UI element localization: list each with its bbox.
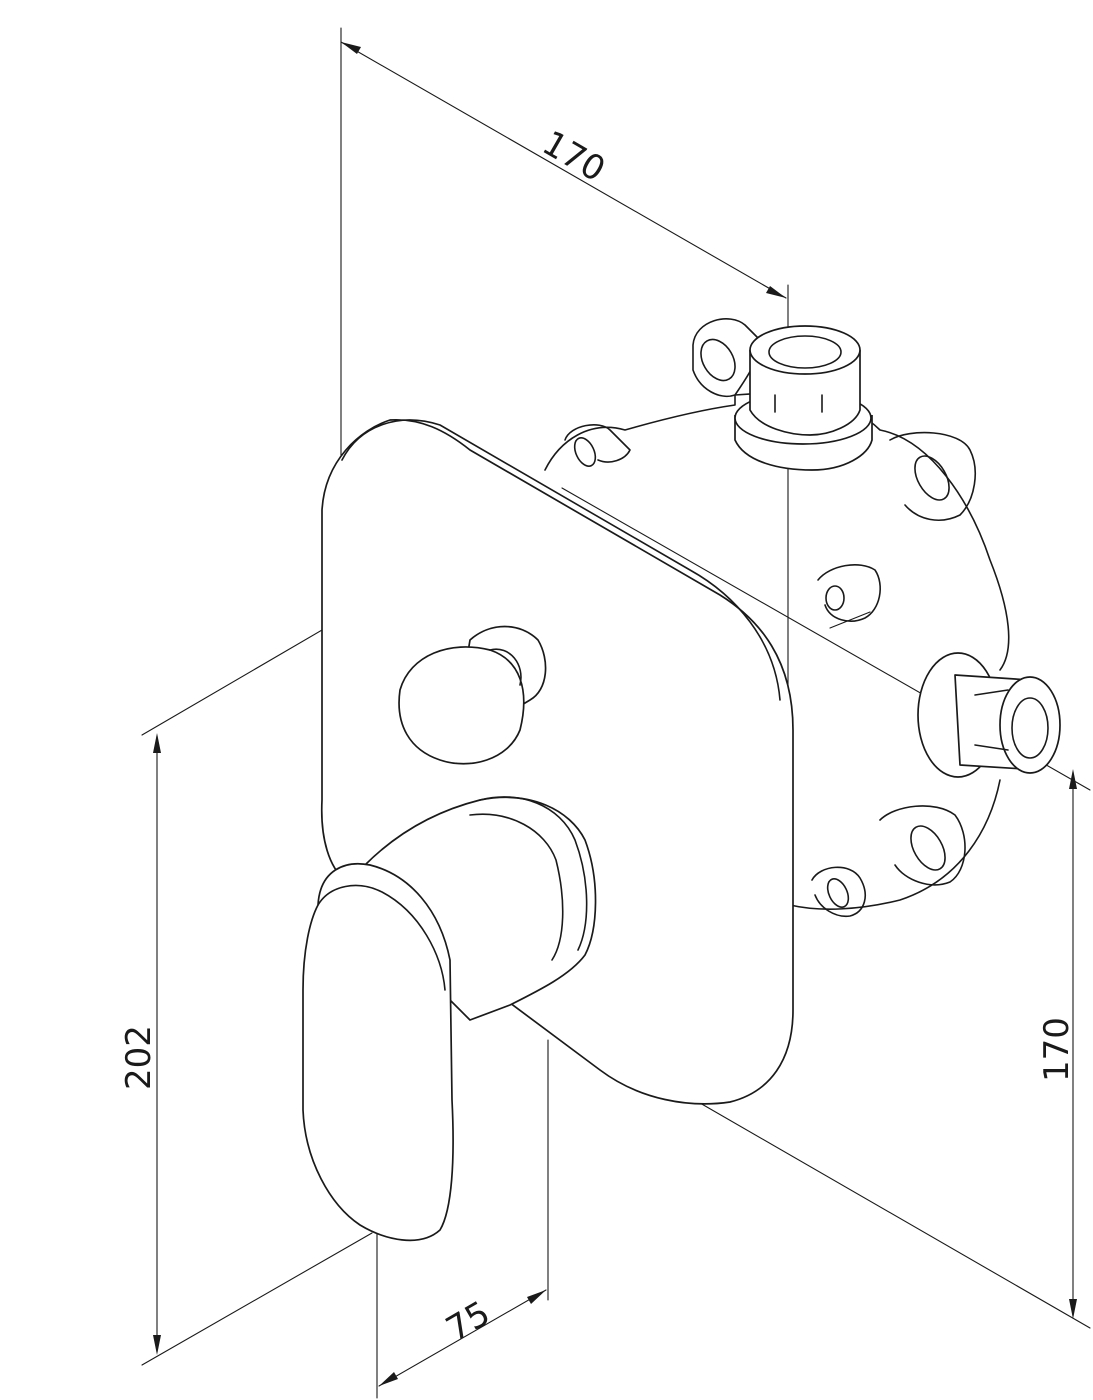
arrowhead-depth-left bbox=[379, 1372, 398, 1386]
lug-hole-right-top bbox=[914, 455, 950, 501]
dimension-body-height: 170 bbox=[561, 487, 1091, 1329]
mounting-lug-right-bottom bbox=[879, 805, 966, 886]
right-connector-bore bbox=[1011, 697, 1049, 759]
arrowhead-depth-right bbox=[527, 1290, 546, 1304]
arrowhead-left bbox=[341, 42, 361, 54]
dimension-label-total-height: 202 bbox=[119, 1025, 159, 1090]
lug-hole-top bbox=[700, 338, 736, 382]
lug-hole-left-top bbox=[573, 437, 597, 467]
lug-hole-bottom bbox=[826, 878, 850, 908]
arrowhead-down bbox=[153, 1335, 161, 1355]
right-outlet-connector bbox=[917, 652, 1061, 778]
center-stud-hole bbox=[825, 585, 845, 611]
dimension-label-body-height: 170 bbox=[1037, 1017, 1077, 1082]
right-connector-flat-1 bbox=[974, 689, 1009, 696]
arrowhead-up bbox=[153, 733, 161, 753]
lever-handle-grip bbox=[302, 863, 454, 1242]
mounting-lug-right-top bbox=[889, 431, 976, 521]
extension-line-bottom-right bbox=[699, 1102, 1091, 1329]
arrowhead-up-right bbox=[1069, 769, 1077, 789]
diverter-knob-edge bbox=[489, 648, 522, 686]
diverter-knob-cap bbox=[398, 646, 525, 765]
lever-handle-grip-top bbox=[317, 884, 446, 991]
lever-handle bbox=[302, 796, 597, 1242]
dimension-line-top bbox=[340, 41, 787, 299]
cover-plate-edge-highlight bbox=[341, 419, 781, 701]
arrowhead-right bbox=[766, 286, 786, 298]
diverter-knob bbox=[398, 625, 547, 765]
dimension-label-depth: 75 bbox=[440, 1294, 497, 1350]
extension-line-bottom-left bbox=[141, 1232, 373, 1366]
dimension-label-top-width: 170 bbox=[536, 123, 612, 190]
body-bottom-outline bbox=[789, 779, 1001, 910]
right-connector-flat-2 bbox=[974, 744, 1009, 751]
center-stud bbox=[817, 564, 881, 622]
arrowhead-down-right bbox=[1069, 1299, 1077, 1319]
dimension-line-depth bbox=[378, 1289, 547, 1387]
mounting-lug-bottom bbox=[811, 866, 866, 918]
lever-handle-inner-ring bbox=[469, 813, 564, 961]
top-outlet-connector bbox=[734, 325, 873, 471]
right-connector-rim bbox=[999, 676, 1061, 774]
top-connector-bore bbox=[768, 335, 842, 369]
lug-hole-right-bottom bbox=[910, 825, 946, 871]
center-stud-line bbox=[829, 611, 871, 629]
lever-handle-rear-ring bbox=[479, 796, 588, 951]
top-connector-rim bbox=[749, 325, 861, 375]
mounting-lug-left-top bbox=[564, 424, 631, 463]
